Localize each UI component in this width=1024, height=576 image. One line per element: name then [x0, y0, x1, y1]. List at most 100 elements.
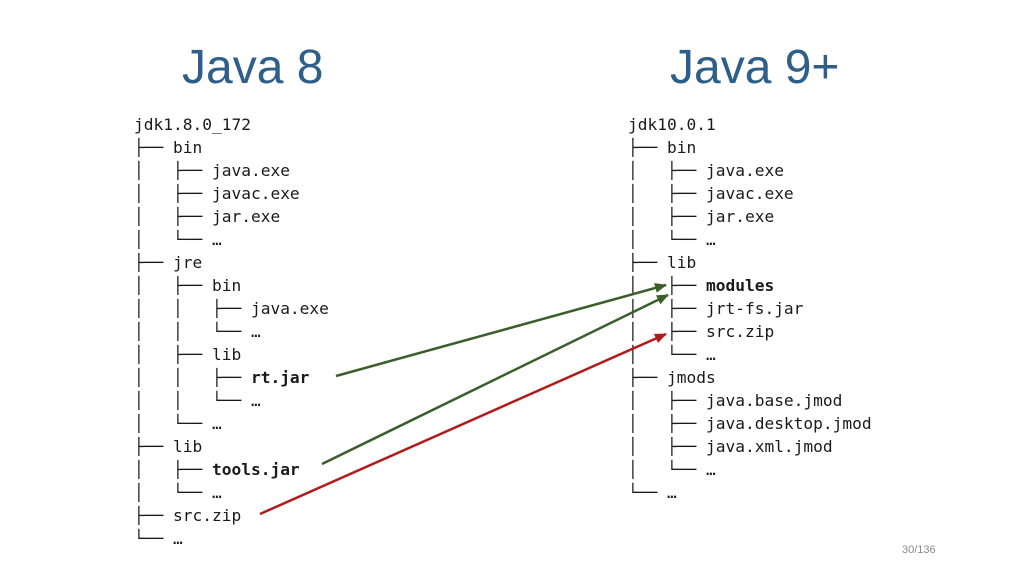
tree-branch-connector: │ ├── [134, 207, 212, 226]
tree-entry: │ ├── modules [628, 274, 872, 297]
tree-branch-connector: │ └── [134, 230, 212, 249]
tree-branch-connector: ├── [134, 506, 173, 525]
tree-branch-connector: │ └── [134, 483, 212, 502]
tree-branch-connector: │ ├── [134, 460, 212, 479]
tree-entry: │ ├── java.base.jmod [628, 389, 872, 412]
tree-entry: │ └── … [628, 228, 872, 251]
tree-branch-connector: ├── [628, 138, 667, 157]
tree-entry-name: … [211, 414, 222, 433]
tree-entry: │ └── … [134, 481, 329, 504]
tree-entry: └── … [628, 481, 872, 504]
tree-entry-name: … [250, 322, 261, 341]
tree-entry: jdk1.8.0_172 [134, 113, 329, 136]
tree-entry-name: java.exe [211, 161, 290, 180]
tree-entry-name: … [705, 345, 716, 364]
tree-branch-connector: │ ├── [628, 437, 706, 456]
tree-branch-connector: │ ├── [628, 322, 706, 341]
tree-branch-connector: │ ├── [628, 299, 706, 318]
tree-entry: │ ├── lib [134, 343, 329, 366]
tree-branch-connector: │ ├── [134, 276, 212, 295]
tree-entry-name: bin [211, 276, 242, 295]
tree-entry-name: jre [172, 253, 203, 272]
tree-entry: jdk10.0.1 [628, 113, 872, 136]
tree-branch-connector: ├── [628, 368, 667, 387]
tree-branch-connector: │ ├── [628, 391, 706, 410]
tree-entry: │ ├── java.exe [628, 159, 872, 182]
tree-branch-connector: │ │ ├── [134, 368, 251, 387]
tree-entry-name: java.base.jmod [705, 391, 843, 410]
tree-branch-connector: │ ├── [628, 207, 706, 226]
tree-entry-name: lib [172, 437, 203, 456]
tree-entry: ├── src.zip [134, 504, 329, 527]
tree-entry-name: java.exe [250, 299, 329, 318]
tree-entry: │ ├── java.xml.jmod [628, 435, 872, 458]
tree-branch-connector: ├── [134, 138, 173, 157]
tree-entry-name: jar.exe [705, 207, 775, 226]
tree-entry-name: java.desktop.jmod [705, 414, 872, 433]
tree-entry: │ ├── javac.exe [134, 182, 329, 205]
tree-entry: ├── jmods [628, 366, 872, 389]
tree-branch-connector: │ ├── [628, 161, 706, 180]
tree-entry: └── … [134, 527, 329, 550]
tree-entry: │ ├── jrt-fs.jar [628, 297, 872, 320]
tree-entry: ├── bin [628, 136, 872, 159]
java-8-title: Java 8 [182, 41, 324, 94]
tree-entry: │ └── … [628, 458, 872, 481]
java-9-title: Java 9+ [670, 41, 840, 94]
jdk10-directory-tree: jdk10.0.1├── bin│ ├── java.exe│ ├── java… [628, 113, 872, 504]
tree-entry-name: src.zip [172, 506, 242, 525]
tree-branch-connector: ├── [134, 253, 173, 272]
tools-jar-to-modules-arrow [321, 293, 669, 466]
tree-entry-name: … [211, 230, 222, 249]
tree-entry: │ ├── jar.exe [134, 205, 329, 228]
tree-branch-connector: │ ├── [628, 276, 706, 295]
tree-entry-name: jdk10.0.1 [628, 115, 716, 134]
tree-branch-connector: └── [134, 529, 173, 548]
tree-entry-name: java.xml.jmod [705, 437, 833, 456]
tree-entry-name: modules [705, 276, 775, 295]
tree-entry: │ ├── src.zip [628, 320, 872, 343]
tree-entry: ├── bin [134, 136, 329, 159]
tree-entry: ├── lib [134, 435, 329, 458]
tree-entry-name: lib [666, 253, 697, 272]
tree-entry-name: javac.exe [211, 184, 300, 203]
tree-entry-name: src.zip [705, 322, 775, 341]
tree-entry-name: jrt-fs.jar [705, 299, 804, 318]
tree-branch-connector: │ │ ├── [134, 299, 251, 318]
tree-entry-name: rt.jar [250, 368, 310, 387]
tree-entry: │ │ └── … [134, 389, 329, 412]
tree-entry: │ │ ├── java.exe [134, 297, 329, 320]
tree-branch-connector: │ └── [628, 230, 706, 249]
tree-entry-name: java.exe [705, 161, 784, 180]
tree-branch-connector: │ ├── [134, 161, 212, 180]
tree-entry: │ ├── jar.exe [628, 205, 872, 228]
tree-branch-connector: │ └── [628, 345, 706, 364]
tree-entry-name: jdk1.8.0_172 [134, 115, 251, 134]
tree-entry-name: … [705, 460, 716, 479]
tree-entry-name: jmods [666, 368, 716, 387]
tree-branch-connector: │ └── [628, 460, 706, 479]
tree-branch-connector: │ │ └── [134, 391, 251, 410]
tree-entry: │ ├── javac.exe [628, 182, 872, 205]
tree-entry: │ └── … [628, 343, 872, 366]
tree-entry: │ ├── bin [134, 274, 329, 297]
tree-entry-name: … [705, 230, 716, 249]
tree-branch-connector: ├── [628, 253, 667, 272]
tree-branch-connector: │ ├── [134, 345, 212, 364]
tree-entry: │ └── … [134, 228, 329, 251]
slide-page-number: 30/136 [902, 544, 936, 556]
tree-entry-name: … [666, 483, 677, 502]
tree-branch-connector: │ ├── [628, 414, 706, 433]
tree-entry-name: javac.exe [705, 184, 794, 203]
tree-entry-name: tools.jar [211, 460, 300, 479]
tree-entry-name: … [250, 391, 261, 410]
tree-entry-name: lib [211, 345, 242, 364]
tree-entry: │ ├── java.exe [134, 159, 329, 182]
tree-branch-connector: └── [628, 483, 667, 502]
tree-entry-name: bin [666, 138, 697, 157]
tree-entry: │ └── … [134, 412, 329, 435]
tree-entry: ├── jre [134, 251, 329, 274]
tree-entry-name: bin [172, 138, 203, 157]
jdk8-directory-tree: jdk1.8.0_172├── bin│ ├── java.exe│ ├── j… [134, 113, 329, 550]
